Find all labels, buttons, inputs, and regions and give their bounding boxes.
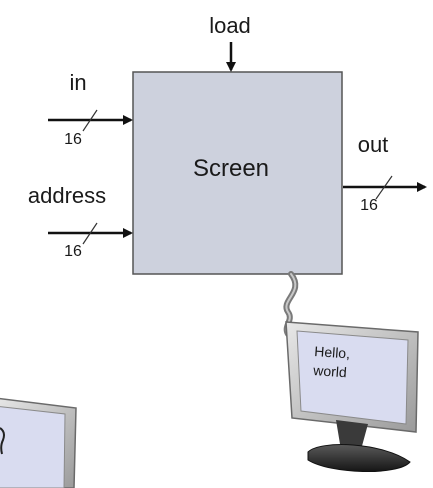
monitor-stand [307, 444, 411, 473]
partial-monitor-glyph [0, 427, 5, 455]
out-bus-width: 16 [360, 197, 378, 214]
partial-monitor-screen [0, 406, 66, 488]
monitor-icon: Hello, world [285, 321, 419, 473]
monitor-text-line2: world [312, 362, 348, 380]
out-label: out [358, 132, 389, 157]
partial-monitor-icon [0, 397, 77, 488]
address-label: address [28, 183, 106, 208]
monitor-text-line1: Hello, [314, 343, 351, 361]
monitor-neck [336, 420, 368, 446]
address-bus-width: 16 [64, 243, 82, 260]
screen-chip-box [132, 71, 343, 275]
address-bus-slash [82, 222, 98, 245]
chip-name: Screen [193, 155, 269, 182]
in-bus-slash [82, 109, 98, 132]
in-bus-width: 16 [64, 131, 82, 148]
monitor-screen [296, 330, 409, 425]
out-bus-slash [375, 175, 393, 200]
load-label: load [209, 13, 251, 38]
in-label: in [69, 70, 86, 95]
